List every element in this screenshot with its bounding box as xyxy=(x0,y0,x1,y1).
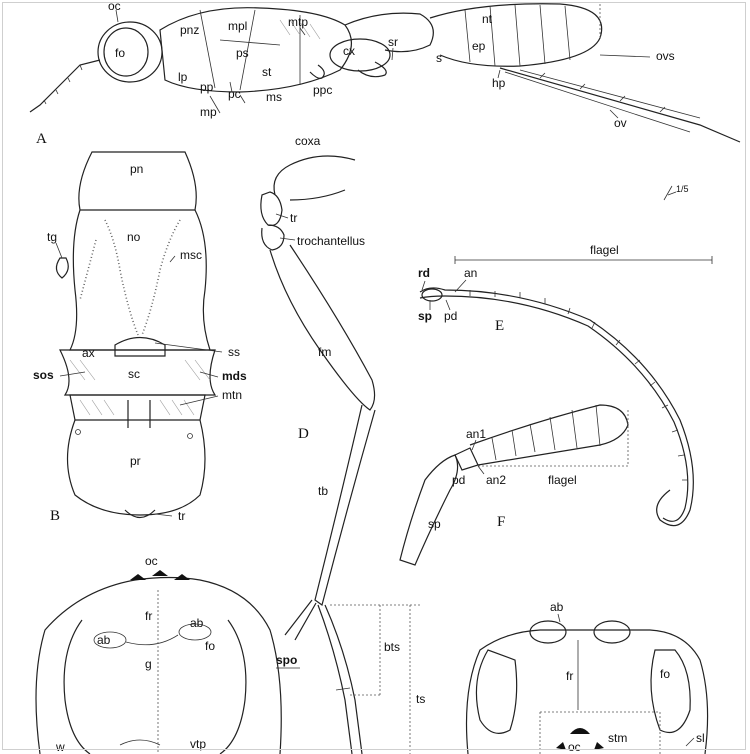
plate-frame xyxy=(2,2,746,750)
